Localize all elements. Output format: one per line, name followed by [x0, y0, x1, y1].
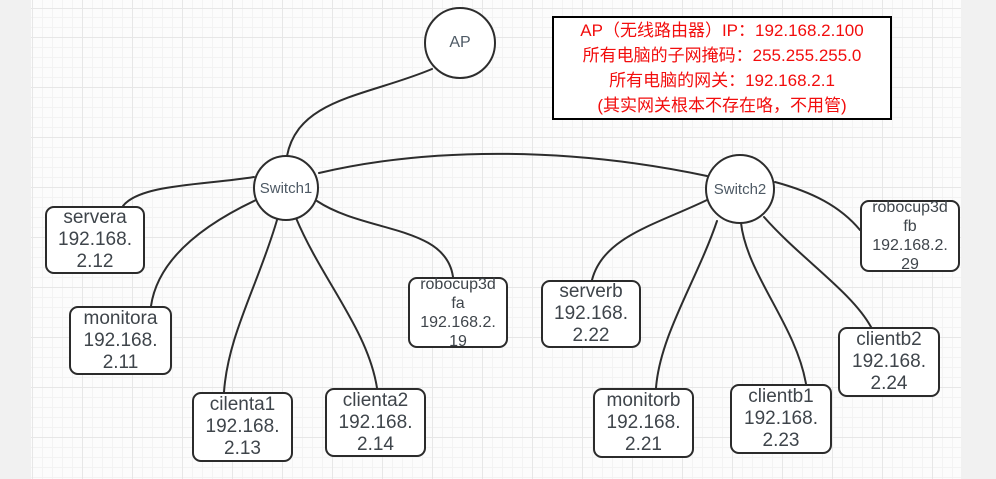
- node-robocup3dfb[interactable]: robocup3d fb 192.168.2. 29: [860, 199, 960, 273]
- node-clientb1[interactable]: clientb1 192.168. 2.23: [730, 384, 832, 454]
- node-cilenta1[interactable]: cilenta1 192.168. 2.13: [192, 392, 293, 462]
- node-switch2-label: Switch2: [713, 180, 767, 198]
- edge-switch2-clientb2[interactable]: [763, 216, 872, 328]
- node-monitorb-label: monitorb 192.168. 2.21: [606, 390, 681, 455]
- node-robocup3dfa[interactable]: robocup3d fa 192.168.2. 19: [408, 275, 508, 350]
- node-clientb2[interactable]: clientb2 192.168. 2.24: [838, 327, 940, 397]
- node-switch2[interactable]: Switch2: [705, 154, 775, 224]
- edge-switch1-switch2[interactable]: [318, 152, 708, 177]
- edge-switch2-serverb[interactable]: [591, 199, 708, 281]
- node-clientb1-label: clientb1 192.168. 2.23: [744, 386, 818, 451]
- node-ap[interactable]: AP: [424, 7, 496, 79]
- node-serverb[interactable]: serverb 192.168. 2.22: [541, 280, 641, 348]
- edge-switch2-monitorb[interactable]: [655, 220, 718, 389]
- info-line-ap-ip: AP（无线路由器）IP：192.168.2.100: [580, 21, 864, 40]
- edge-switch1-cilenta1[interactable]: [223, 219, 278, 393]
- node-clienta2-label: clienta2 192.168. 2.14: [338, 389, 413, 455]
- info-line-note: (其实网关根本不存在咯，不用管): [597, 96, 847, 115]
- node-robocup3dfb-label: robocup3d fb 192.168.2. 29: [872, 199, 948, 273]
- edge-switch2-robocup3dfb[interactable]: [774, 181, 861, 231]
- edge-switch1-monitora[interactable]: [150, 199, 257, 307]
- node-monitora[interactable]: monitora 192.168. 2.11: [69, 306, 172, 375]
- edge-switch1-robocup3dfa[interactable]: [316, 200, 454, 278]
- node-clienta2[interactable]: clienta2 192.168. 2.14: [325, 388, 426, 457]
- info-line-gateway: 所有电脑的网关：192.168.2.1: [609, 71, 835, 90]
- edge-switch2-clientb1[interactable]: [740, 222, 807, 385]
- node-serverb-label: serverb 192.168. 2.22: [554, 281, 628, 346]
- node-monitorb[interactable]: monitorb 192.168. 2.21: [593, 388, 694, 458]
- node-servera[interactable]: servera 192.168. 2.12: [45, 206, 145, 274]
- edge-switch1-clienta2[interactable]: [295, 217, 378, 389]
- node-switch1[interactable]: Switch1: [253, 155, 319, 221]
- edge-ap-switch1[interactable]: [286, 68, 433, 157]
- edge-switch1-servera[interactable]: [122, 176, 255, 207]
- node-robocup3dfa-label: robocup3d fa 192.168.2. 19: [420, 275, 496, 350]
- node-servera-label: servera 192.168. 2.12: [58, 207, 132, 272]
- node-clientb2-label: clientb2 192.168. 2.24: [852, 329, 926, 394]
- node-ap-label: AP: [449, 34, 471, 51]
- node-monitora-label: monitora 192.168. 2.11: [83, 307, 158, 373]
- node-cilenta1-label: cilenta1 192.168. 2.13: [205, 394, 280, 459]
- node-switch1-label: Switch1: [259, 179, 313, 197]
- info-line-netmask: 所有电脑的子网掩码：255.255.255.0: [582, 46, 862, 65]
- info-annotation-box[interactable]: AP（无线路由器）IP：192.168.2.100 所有电脑的子网掩码：255.…: [552, 16, 892, 120]
